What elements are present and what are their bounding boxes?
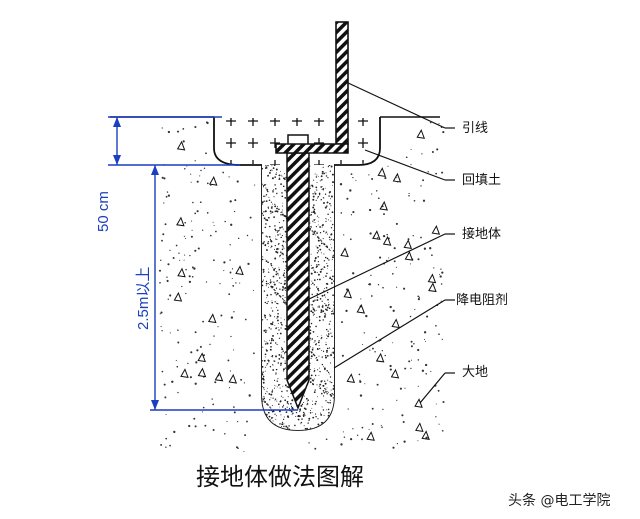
label-ground-rod: 接地体 xyxy=(462,226,501,242)
dimension-rod-label: 2.5m以上 xyxy=(135,267,152,330)
ground-rod xyxy=(286,151,310,411)
earth-texture xyxy=(158,121,445,453)
label-earth: 大地 xyxy=(462,365,488,380)
diagram-title: 接地体做法图解 xyxy=(196,463,364,491)
label-lead-wire: 引线 xyxy=(462,121,488,136)
dimension-top xyxy=(108,116,240,166)
dimension-top-label: 50 cm xyxy=(95,191,112,232)
label-backfill: 回填土 xyxy=(462,173,501,188)
watermark: 头条 @电工学院 xyxy=(508,492,610,509)
dimension-rod xyxy=(150,165,298,411)
leader-lines xyxy=(306,81,455,404)
label-resistance-agent: 降电阻剂 xyxy=(456,293,508,308)
lead-wire xyxy=(275,21,349,154)
